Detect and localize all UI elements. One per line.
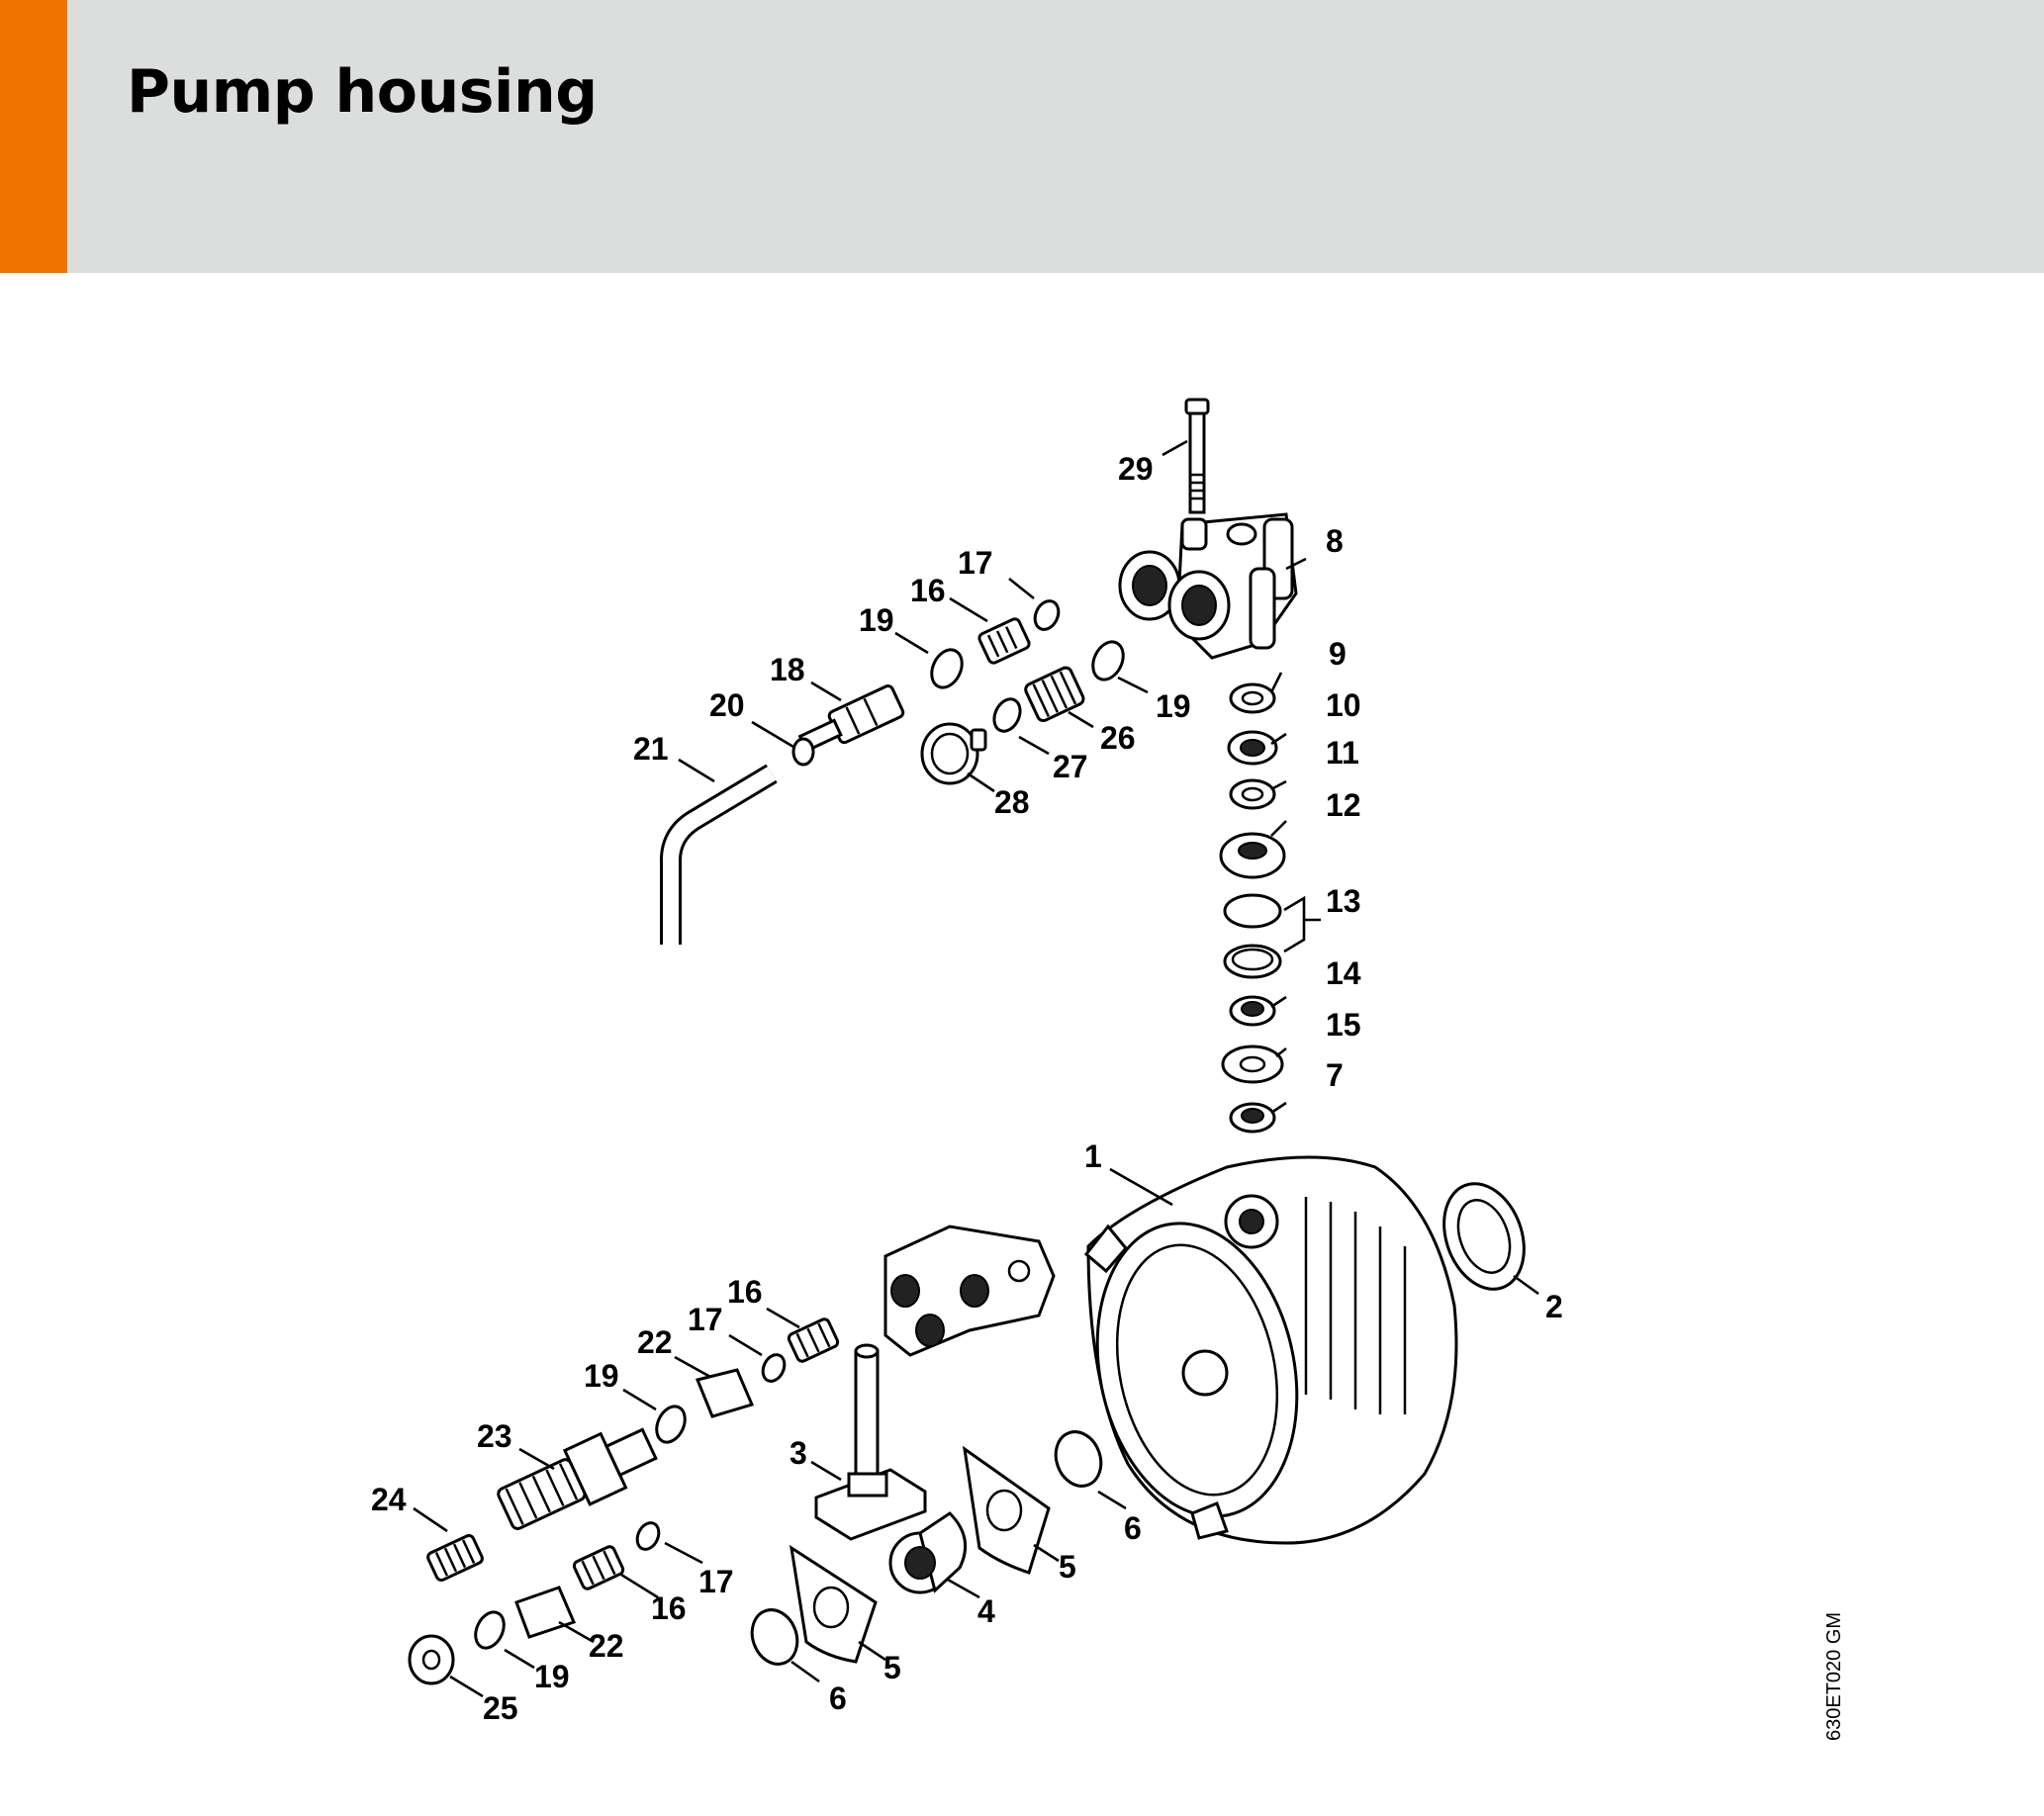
callout: 5 [883, 1650, 901, 1685]
callout: 6 [829, 1680, 847, 1716]
part-pump-housing [1083, 1155, 1458, 1545]
callout: 11 [1326, 735, 1359, 771]
part-shaft-seal [1442, 1182, 1526, 1291]
callout: 16 [727, 1274, 763, 1310]
callout: 2 [1545, 1289, 1563, 1324]
callout: 8 [1326, 523, 1344, 559]
callout: 17 [958, 545, 993, 581]
callout: 14 [1326, 955, 1361, 991]
callout: 27 [1053, 749, 1088, 784]
callout: 24 [371, 1482, 407, 1517]
part-gasket-lower [789, 1544, 878, 1664]
part-o-ring-small-mid [761, 1353, 787, 1383]
callout: 13 [1326, 883, 1361, 919]
part-gasket-lower-hole [812, 1586, 850, 1629]
part-o-ring-mid [992, 697, 1022, 733]
callout-labels: 29 8 17 16 19 9 18 20 19 26 10 21 27 11 … [371, 451, 1563, 1726]
callout: 20 [709, 687, 745, 723]
callout: 17 [698, 1564, 734, 1599]
part-filter-insert [426, 1533, 484, 1583]
callout: 19 [584, 1358, 619, 1394]
leader-lines [413, 439, 1539, 1698]
callout: 22 [589, 1628, 624, 1664]
callout: 7 [1326, 1057, 1344, 1093]
callout: 15 [1326, 1007, 1361, 1043]
part-valve-head [1118, 512, 1298, 660]
part-circlip-right [1054, 1430, 1103, 1488]
accent-bar [0, 0, 67, 273]
callout: 18 [770, 652, 805, 687]
callout: 16 [910, 573, 946, 608]
part-o-ring-small-upper [1033, 599, 1061, 631]
callout: 16 [651, 1590, 687, 1626]
part-valve-cage-lower [572, 1545, 625, 1590]
part-plug-screw [408, 1634, 455, 1685]
callout: 4 [977, 1593, 995, 1629]
callout: 5 [1059, 1549, 1076, 1585]
callout: 19 [1156, 688, 1191, 724]
callout: 9 [1329, 636, 1347, 672]
callout: 3 [790, 1435, 807, 1471]
callout: 1 [1084, 1138, 1102, 1174]
part-valve-cage-mid [787, 1317, 840, 1363]
part-threaded-nipple [1024, 666, 1085, 723]
header-band: Pump housing [0, 0, 2044, 273]
callout: 19 [534, 1659, 570, 1694]
callout: 21 [633, 731, 669, 767]
part-outlet-fitting [497, 1427, 658, 1530]
part-spacer-upper [695, 1368, 755, 1418]
part-gasket-upper [962, 1445, 1051, 1575]
page-title: Pump housing [127, 57, 598, 127]
part-clip [791, 737, 815, 767]
part-seal-stack [1219, 682, 1286, 1134]
part-bolt [1184, 398, 1210, 514]
part-gasket-upper-hole [985, 1489, 1023, 1532]
part-plunger [814, 1343, 927, 1541]
callout: 19 [859, 602, 894, 638]
part-o-ring-mid-left [655, 1405, 687, 1444]
callout: 6 [1124, 1510, 1142, 1546]
callout: 12 [1326, 787, 1361, 823]
callout: 26 [1100, 720, 1136, 756]
part-o-ring-upper-left [930, 648, 964, 689]
figure-code: 630ET020 GM [1823, 1611, 1845, 1741]
callout: 23 [477, 1418, 512, 1454]
callout: 25 [483, 1690, 518, 1726]
part-o-ring-lower [474, 1610, 506, 1650]
part-spacer-lower [514, 1586, 577, 1639]
callout: 28 [994, 784, 1030, 820]
callout: 17 [688, 1302, 723, 1337]
part-circlip-left [750, 1608, 799, 1666]
part-valve-cage-upper [977, 617, 1031, 665]
callout: 22 [637, 1324, 673, 1360]
callout: 29 [1118, 451, 1154, 487]
part-plug-cap [920, 722, 987, 785]
part-o-ring-upper-right [1091, 640, 1125, 681]
callout: 10 [1326, 687, 1361, 723]
part-o-ring-small-lower [635, 1521, 661, 1551]
part-bushing [888, 1511, 968, 1594]
part-manifold-plate [883, 1225, 1056, 1357]
